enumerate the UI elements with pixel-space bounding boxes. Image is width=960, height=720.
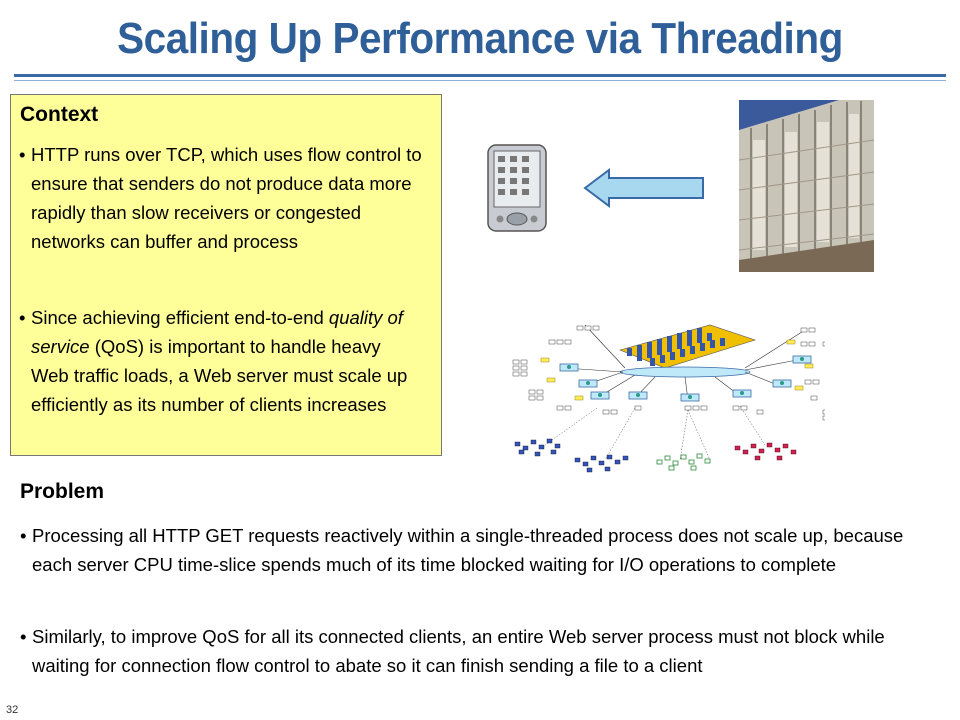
pda-icon <box>487 144 547 232</box>
server-grid <box>619 324 756 369</box>
context-heading: Context <box>20 103 99 126</box>
page-number: 32 <box>6 704 19 716</box>
slide-title: Scaling Up Performance via Threading <box>117 14 843 63</box>
context-box: Context • HTTP runs over TCP, which uses… <box>10 94 442 456</box>
context-bullet-2: • Since achieving efficient end-to-end q… <box>19 307 408 415</box>
left-arrow-icon <box>583 168 704 208</box>
problem-bullet-1: • Processing all HTTP GET requests react… <box>20 525 904 575</box>
problem-bullet-2: • Similarly, to improve QoS for all its … <box>20 626 885 676</box>
context-bullet-1: • HTTP runs over TCP, which uses flow co… <box>19 144 422 252</box>
network-topology-diagram <box>512 324 825 473</box>
title-rule <box>14 74 946 77</box>
server-rack-photo <box>739 100 874 272</box>
title-rule-thin <box>14 80 946 81</box>
problem-heading: Problem <box>20 480 105 503</box>
